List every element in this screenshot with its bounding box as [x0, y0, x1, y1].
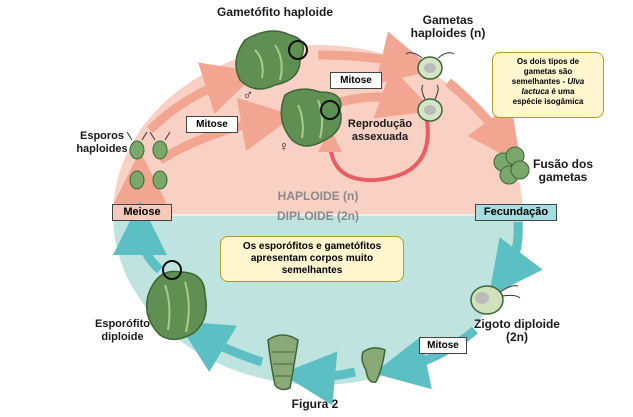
- gamete-bottom: [417, 84, 443, 122]
- male-symbol: ♂: [242, 86, 254, 102]
- meiose-box: Meiose: [112, 204, 172, 221]
- arrow-to-zygote: [488, 221, 543, 297]
- figure-caption: Figura 2: [291, 397, 339, 411]
- arrow-small-to-medium: [281, 351, 357, 406]
- gametophyte-label: Gametófito haploide: [216, 5, 333, 19]
- arrow-sporophyte-to-meiose: [113, 201, 168, 274]
- diploid-region-label: DIPLOIDE (2n): [276, 209, 359, 223]
- male-gametophyte: [235, 30, 308, 90]
- arrow-spores-to-female: [157, 97, 295, 164]
- isogamy-callout: Os dois tipos de gametas são semelhantes…: [492, 52, 604, 118]
- sporophyte-label: Esporófito diploide: [95, 318, 150, 343]
- female-gametophyte: [280, 88, 342, 147]
- isogamy-callout-text-start: Os dois tipos de gametas são semelhantes…: [511, 57, 580, 86]
- arrow-gametes-to-fusion: [445, 78, 521, 164]
- fusion-label: Fusão dos gametas: [532, 157, 593, 184]
- gamete-top: [405, 52, 455, 80]
- spores: [126, 131, 171, 190]
- female-symbol: ♀: [278, 138, 290, 154]
- arrow-male-to-gametes: [317, 31, 435, 85]
- zygote: [470, 285, 521, 315]
- arrow-medium-to-sporophyte: [176, 321, 264, 373]
- sporophyte-diploid: [145, 260, 207, 341]
- young-sporophyte-medium: [267, 334, 299, 391]
- asexual-reproduction-label: Reprodução assexuada: [347, 118, 413, 143]
- arrow-to-gametophyte: [146, 62, 258, 134]
- zygote-label: Zigoto diploide (2n): [474, 317, 560, 344]
- arrow-female-to-gametes: [338, 67, 434, 119]
- fecundacao-box: Fecundação: [475, 204, 557, 221]
- haploid-region-label: HAPLOIDE (n): [277, 189, 359, 203]
- mitose-left-box: Mitose: [186, 116, 238, 133]
- young-sporophyte-small: [361, 347, 386, 383]
- spores-label: Esporos haploides: [76, 130, 128, 155]
- isogamy-callout-text-end: é uma espécie isogâmica: [512, 87, 584, 106]
- mitose-bottom-box: Mitose: [419, 337, 467, 354]
- gametes-label: Gametas haploides (n): [410, 13, 486, 40]
- gamete-fusion-cluster: [493, 146, 530, 185]
- arrow-zygote-to-sporophyte-small: [373, 326, 478, 390]
- arrow-asexual-loop: [318, 109, 430, 183]
- isogamy-callout-species: Ulva lactuca: [521, 77, 585, 96]
- similar-bodies-callout: Os esporófitos e gametófitos apresentam …: [220, 236, 404, 282]
- mitose-top-box: Mitose: [330, 72, 382, 89]
